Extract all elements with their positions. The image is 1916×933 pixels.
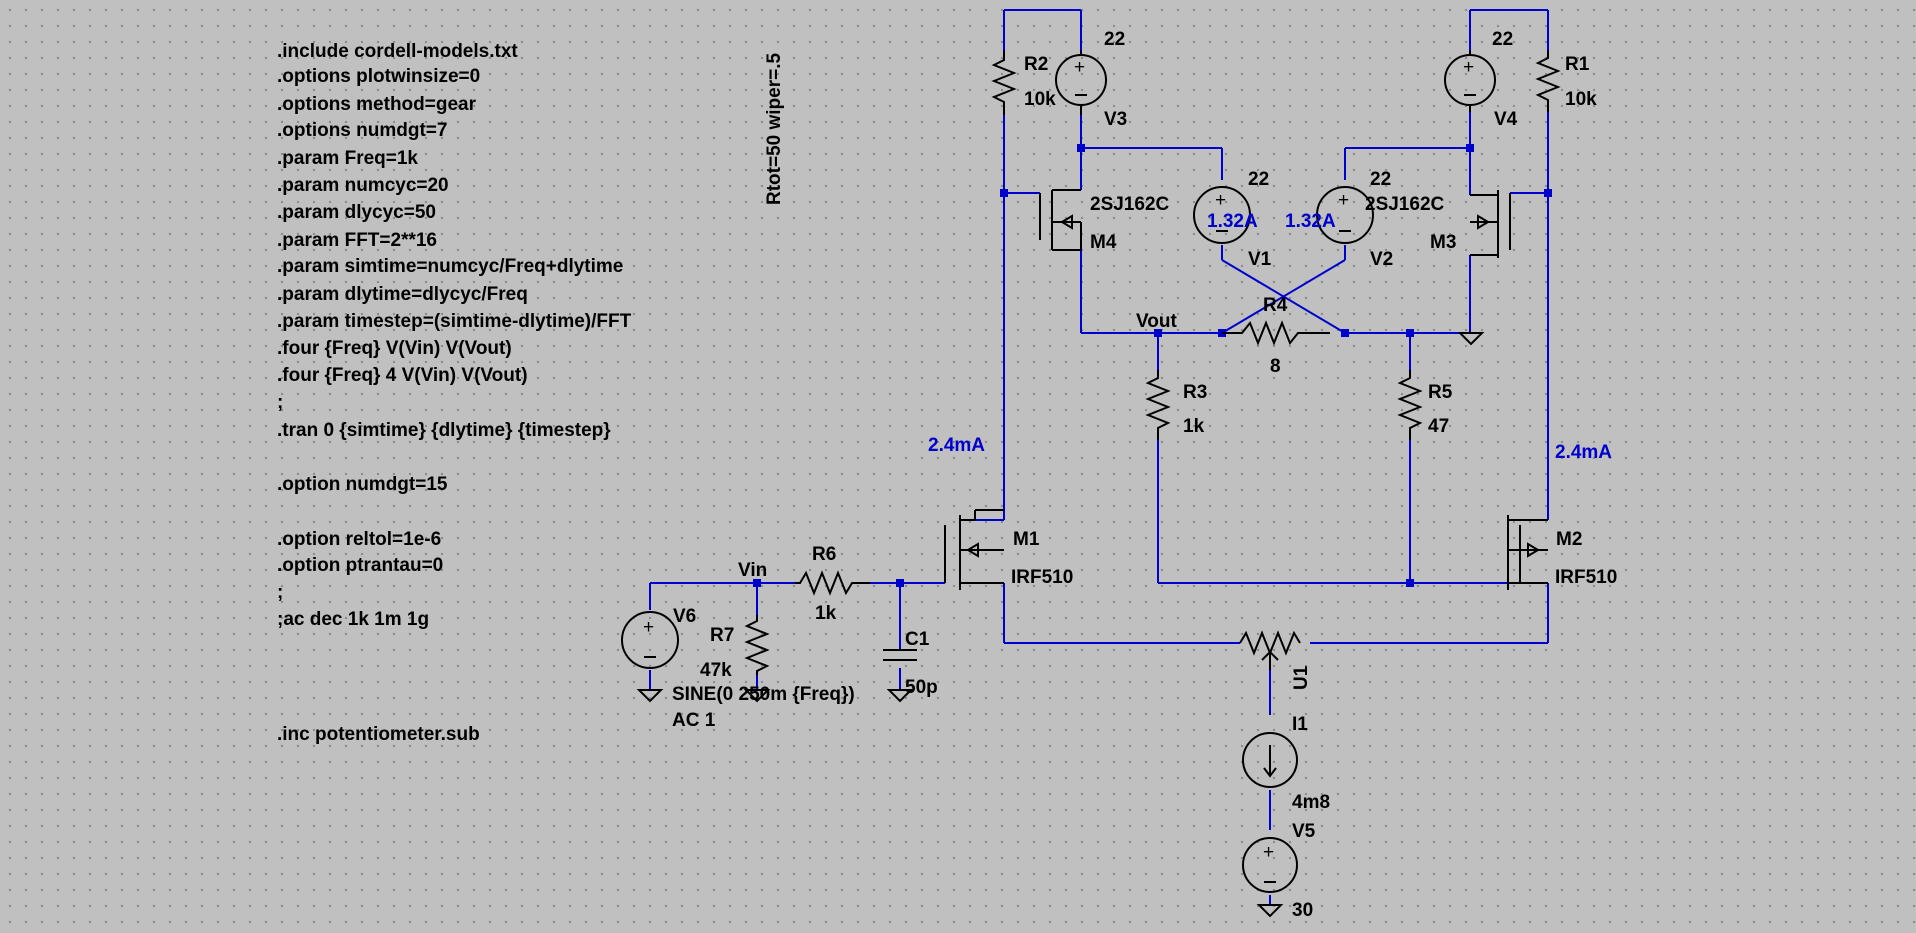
directive-line[interactable]: .options numdgt=7 [277,120,447,141]
r7-name: R7 [710,625,734,646]
r7-value: 47k [700,660,732,681]
m2-value: IRF510 [1555,567,1617,588]
current-source-i1[interactable] [1242,732,1298,788]
potentiometer-u1[interactable] [1239,630,1301,670]
r3-name: R3 [1183,382,1207,403]
c1-value: 50p [905,677,938,698]
v6-name: V6 [673,606,696,627]
r1-value: 10k [1565,89,1597,110]
directive-line[interactable]: .tran 0 {simtime} {dlytime} {timestep} [277,420,611,441]
v3-name: V3 [1104,109,1127,130]
svg-text:+: + [1215,190,1226,211]
directive-line[interactable]: .four {Freq} V(Vin) V(Vout) [277,338,512,359]
directive-line[interactable]: .param Freq=1k [277,148,418,169]
r5-value: 47 [1428,416,1449,437]
mosfet-m2[interactable] [1507,515,1548,590]
v5-name: V5 [1292,821,1316,842]
r4-value: 8 [1270,356,1281,377]
v6-value-ac: AC 1 [672,710,716,731]
m2-name: M2 [1556,529,1582,550]
voltage-source-v1[interactable]: + [1193,186,1251,244]
v2-value: 22 [1370,169,1391,190]
mosfet-m4[interactable] [1039,189,1082,251]
voltage-source-v4[interactable]: + [1444,50,1496,112]
spice-directives[interactable]: .include cordell-models.txt .options plot… [277,41,632,745]
mosfet-m1[interactable] [944,509,1004,590]
resistor-r3[interactable] [1145,370,1171,440]
v2-current: 1.32A [1285,211,1336,232]
vout-net-label: Vout [1136,311,1177,332]
r6-name: R6 [812,544,836,565]
resistor-r6[interactable] [795,570,870,596]
resistor-r4[interactable] [1222,320,1330,346]
directive-line[interactable]: .option ptrantau=0 [277,555,443,576]
r3-value: 1k [1183,416,1205,437]
svg-text:+: + [1338,190,1349,211]
r2-name: R2 [1024,54,1048,75]
directive-line[interactable]: .option numdgt=15 [277,474,448,495]
ground-symbols [636,332,1485,918]
v1-name: V1 [1248,249,1272,270]
m1-current: 2.4mA [928,435,985,456]
m1-name: M1 [1013,529,1040,550]
u1-name: U1 [1291,665,1312,690]
v4-name: V4 [1494,109,1518,130]
v2-name: V2 [1370,249,1393,270]
junctions [753,144,1552,587]
i1-value: 4m8 [1292,792,1330,813]
capacitor-c1[interactable] [883,649,917,661]
voltage-source-v2[interactable]: + [1316,186,1374,244]
m1-value: IRF510 [1011,567,1073,588]
m4-value: 2SJ162C [1090,194,1170,215]
m2-current: 2.4mA [1555,442,1612,463]
r1-name: R1 [1565,54,1590,75]
svg-text:+: + [1263,842,1274,863]
directive-line[interactable]: .param FFT=2**16 [277,230,437,251]
c1-name: C1 [905,629,930,650]
directive-line[interactable]: ; [277,582,283,603]
resistor-r5[interactable] [1397,370,1423,440]
m3-value: 2SJ162C [1365,194,1445,215]
directive-line[interactable]: .option reltol=1e-6 [277,529,441,550]
vin-net-label: Vin [738,560,767,581]
i1-name: I1 [1292,714,1308,735]
v1-value: 22 [1248,169,1269,190]
svg-text:+: + [643,617,654,638]
wires [649,9,1549,905]
resistor-r1[interactable] [1535,50,1561,112]
resistor-r2[interactable] [991,50,1017,115]
v5-value: 30 [1292,900,1313,921]
directive-line[interactable]: .inc potentiometer.sub [277,724,480,745]
directive-line[interactable]: .options method=gear [277,94,477,115]
voltage-source-v3[interactable]: + [1055,50,1107,115]
directive-line[interactable]: .options plotwinsize=0 [277,66,480,87]
v4-value: 22 [1492,29,1513,50]
directive-line[interactable]: .include cordell-models.txt [277,41,518,62]
v6-value-sine: SINE(0 250m {Freq}) [672,684,855,705]
svg-text:+: + [1074,57,1085,78]
directive-line[interactable]: .param dlytime=dlycyc/Freq [277,284,528,305]
directive-line[interactable]: .four {Freq} 4 V(Vin) V(Vout) [277,365,528,386]
directive-line[interactable]: ; [277,392,283,413]
r5-name: R5 [1428,382,1453,403]
svg-text:+: + [1463,57,1474,78]
directive-line[interactable]: .param simtime=numcyc/Freq+dlytime [277,256,623,277]
pot-params-text[interactable]: Rtot=50 wiper=.5 [764,53,785,205]
directive-line[interactable]: .param numcyc=20 [277,175,449,196]
directive-line[interactable]: ;ac dec 1k 1m 1g [277,609,429,630]
m4-name: M4 [1090,232,1117,253]
r4-name: R4 [1263,295,1288,316]
r2-value: 10k [1024,89,1056,110]
m3-name: M3 [1430,232,1456,253]
voltage-source-v5[interactable]: + [1242,837,1298,893]
v1-current: 1.32A [1207,211,1258,232]
directive-line[interactable]: .param dlycyc=50 [277,202,436,223]
voltage-source-v6[interactable]: + [621,611,679,669]
resistor-r7[interactable] [744,615,770,675]
v3-value: 22 [1104,29,1125,50]
mosfet-m3[interactable] [1470,190,1511,258]
directive-line[interactable]: .param timestep=(simtime-dlytime)/FFT [277,311,632,332]
r6-value: 1k [815,603,837,624]
